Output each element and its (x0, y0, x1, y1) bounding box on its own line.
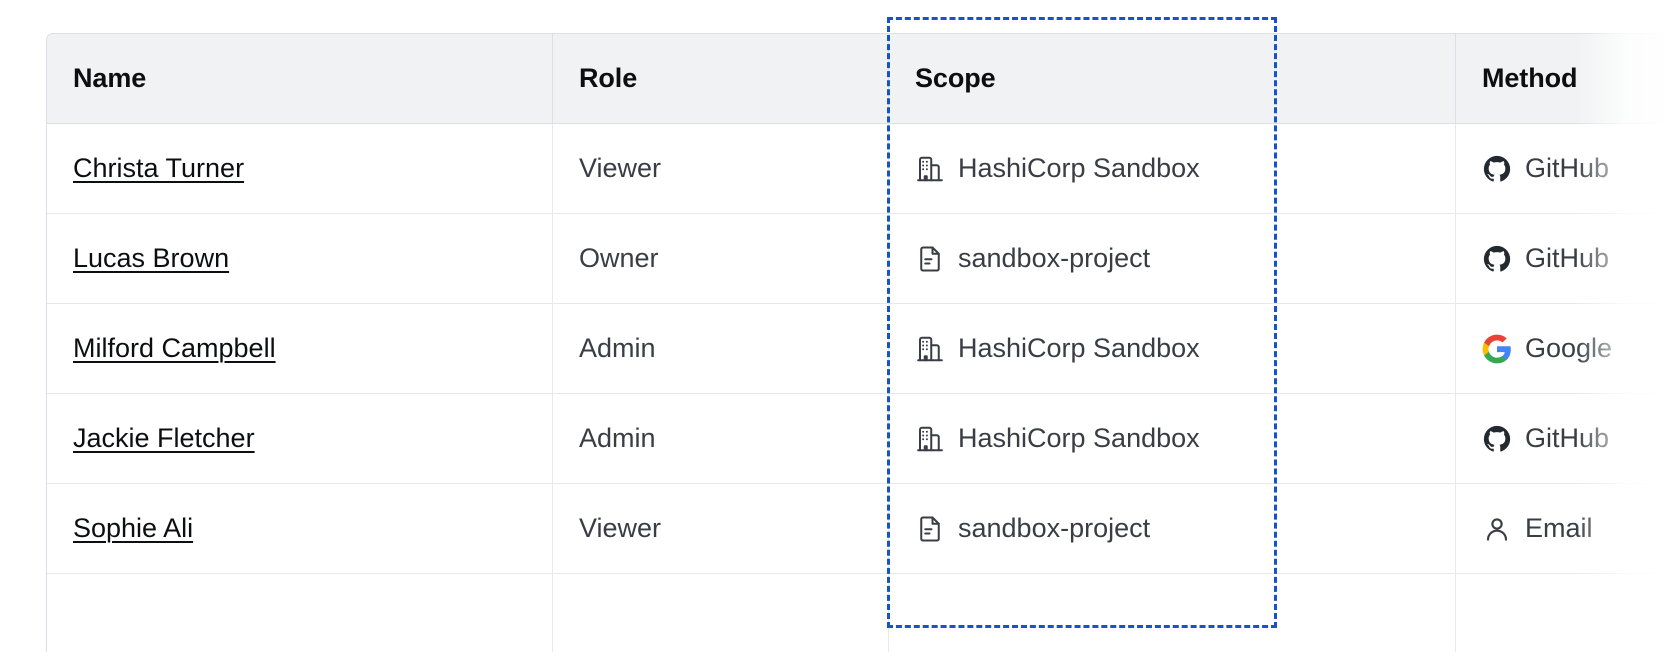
project-document-icon (915, 514, 945, 544)
cell-role: Viewer (553, 124, 889, 214)
column-header-name[interactable]: Name (47, 34, 553, 124)
cell-scope: HashiCorp Sandbox (889, 124, 1456, 214)
cell-role: Admin (553, 304, 889, 394)
cell-role: Owner (553, 214, 889, 304)
cell-role: Viewer (553, 484, 889, 574)
table-body: Christa Turner Viewer (47, 124, 1672, 652)
cell-role (553, 574, 889, 652)
cell-method: GitHub (1456, 124, 1672, 214)
column-header-method[interactable]: Method (1456, 34, 1672, 124)
member-name-link[interactable]: Sophie Ali (73, 513, 194, 543)
table-header: Name Role Scope Method (47, 34, 1672, 124)
cell-scope: HashiCorp Sandbox (889, 304, 1456, 394)
cell-name: Christa Turner (47, 124, 553, 214)
cell-method: GitHub (1456, 394, 1672, 484)
method-label: Email (1525, 513, 1593, 543)
table-header-row: Name Role Scope Method (47, 34, 1672, 124)
cell-scope: HashiCorp Sandbox (889, 394, 1456, 484)
table-row: Lucas Brown Owner sa (47, 214, 1672, 304)
user-icon (1482, 514, 1512, 544)
cell-scope: sandbox-project (889, 484, 1456, 574)
column-header-scope[interactable]: Scope (889, 34, 1456, 124)
table-row (47, 574, 1672, 652)
cell-name (47, 574, 553, 652)
cell-name: Jackie Fletcher (47, 394, 553, 484)
scope-label: sandbox-project (958, 243, 1151, 273)
member-name-link[interactable]: Milford Campbell (73, 333, 276, 363)
organization-icon (915, 154, 945, 184)
table-row: Milford Campbell Admin (47, 304, 1672, 394)
google-icon (1482, 334, 1512, 364)
member-name-link[interactable]: Lucas Brown (73, 243, 230, 273)
method-label: GitHub (1525, 153, 1610, 183)
github-icon (1482, 244, 1512, 274)
cell-method: Google (1456, 304, 1672, 394)
organization-icon (915, 334, 945, 364)
cell-method: Email (1456, 484, 1672, 574)
scope-label: sandbox-project (958, 513, 1151, 543)
member-name-link[interactable]: Jackie Fletcher (73, 423, 255, 453)
project-document-icon (915, 244, 945, 274)
method-label: GitHub (1525, 243, 1610, 273)
members-table-scroll-container[interactable]: Name Role Scope Method Christa Turner Vi… (46, 33, 1672, 652)
method-label: Google (1525, 333, 1613, 363)
cell-role: Admin (553, 394, 889, 484)
cell-name: Lucas Brown (47, 214, 553, 304)
table-row: Jackie Fletcher Admin (47, 394, 1672, 484)
cell-method: GitHub (1456, 214, 1672, 304)
scope-label: HashiCorp Sandbox (958, 333, 1200, 363)
organization-icon (915, 424, 945, 454)
method-label: GitHub (1525, 423, 1610, 453)
cell-name: Milford Campbell (47, 304, 553, 394)
cell-scope: sandbox-project (889, 214, 1456, 304)
table-row: Sophie Ali Viewer sa (47, 484, 1672, 574)
column-header-role[interactable]: Role (553, 34, 889, 124)
cell-name: Sophie Ali (47, 484, 553, 574)
scope-label: HashiCorp Sandbox (958, 153, 1200, 183)
table-row: Christa Turner Viewer (47, 124, 1672, 214)
cell-scope (889, 574, 1456, 652)
scope-label: HashiCorp Sandbox (958, 423, 1200, 453)
cell-method (1456, 574, 1672, 652)
members-table: Name Role Scope Method Christa Turner Vi… (46, 33, 1672, 652)
github-icon (1482, 424, 1512, 454)
member-name-link[interactable]: Christa Turner (73, 153, 245, 183)
github-icon (1482, 154, 1512, 184)
